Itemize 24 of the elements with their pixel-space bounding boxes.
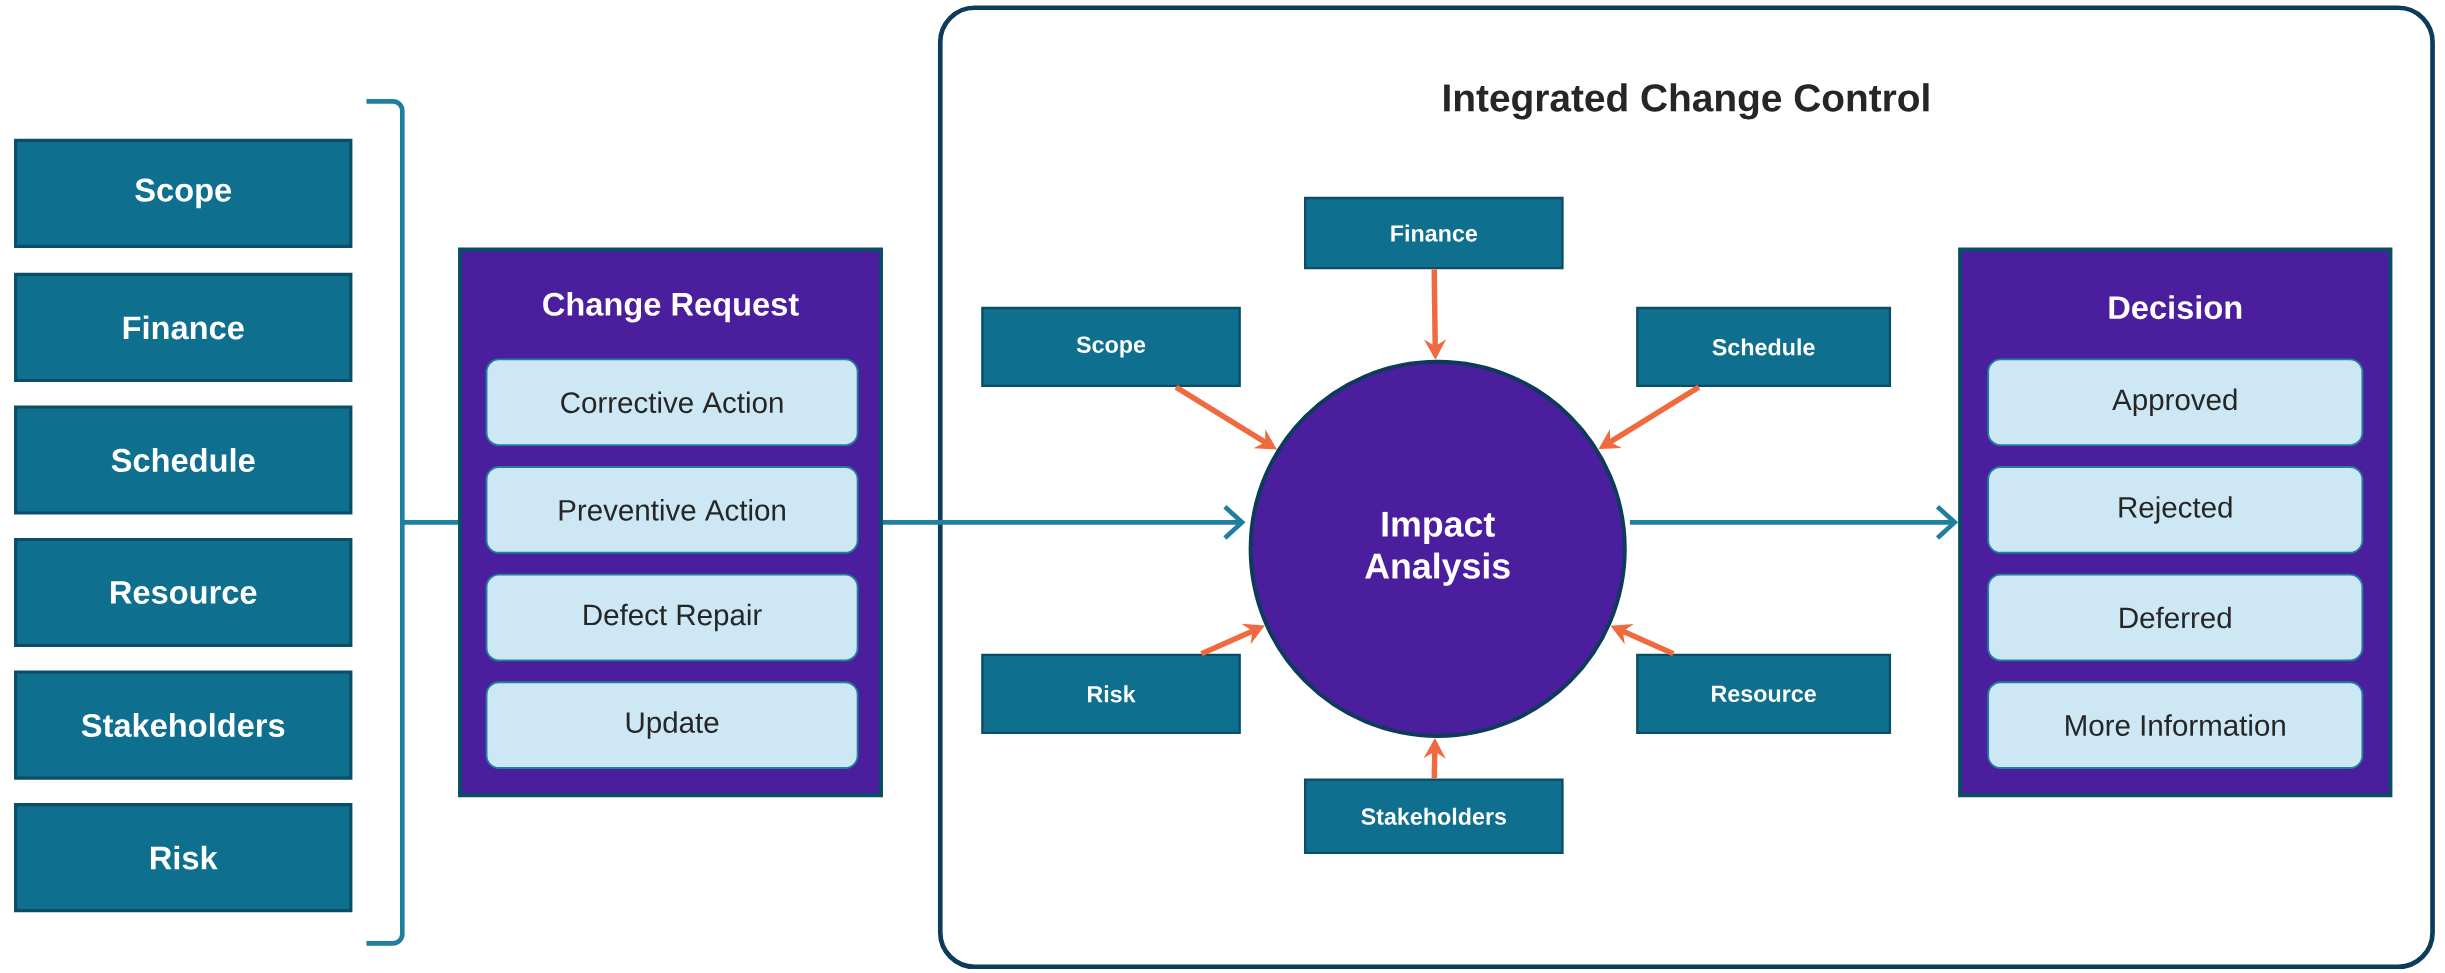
factor-box: Risk: [981, 653, 1241, 735]
category-box: Schedule: [14, 405, 353, 515]
option-box: Corrective Action: [485, 358, 859, 447]
connector-line: [402, 520, 459, 525]
bracket: [366, 99, 405, 946]
arrow: [883, 505, 1246, 540]
option-box: Deferred: [1987, 573, 2364, 662]
factor-box: Stakeholders: [1304, 778, 1564, 855]
factor-box: Resource: [1636, 653, 1892, 735]
arrow: [1629, 505, 1959, 540]
factor-box: Finance: [1304, 196, 1564, 270]
factor-box: Scope: [981, 306, 1241, 388]
category-box: Resource: [14, 537, 353, 648]
option-box: More Information: [1987, 681, 2364, 769]
option-box: Rejected: [1987, 466, 2364, 554]
option-box: Defect Repair: [485, 573, 859, 662]
option-box: Preventive Action: [485, 466, 859, 554]
category-box: Risk: [14, 803, 353, 913]
option-box: Approved: [1987, 358, 2364, 447]
factor-box: Schedule: [1636, 306, 1892, 388]
option-box: Update: [485, 681, 859, 769]
category-box: Finance: [14, 272, 353, 383]
category-box: Scope: [14, 138, 353, 248]
category-box: Stakeholders: [14, 670, 353, 780]
